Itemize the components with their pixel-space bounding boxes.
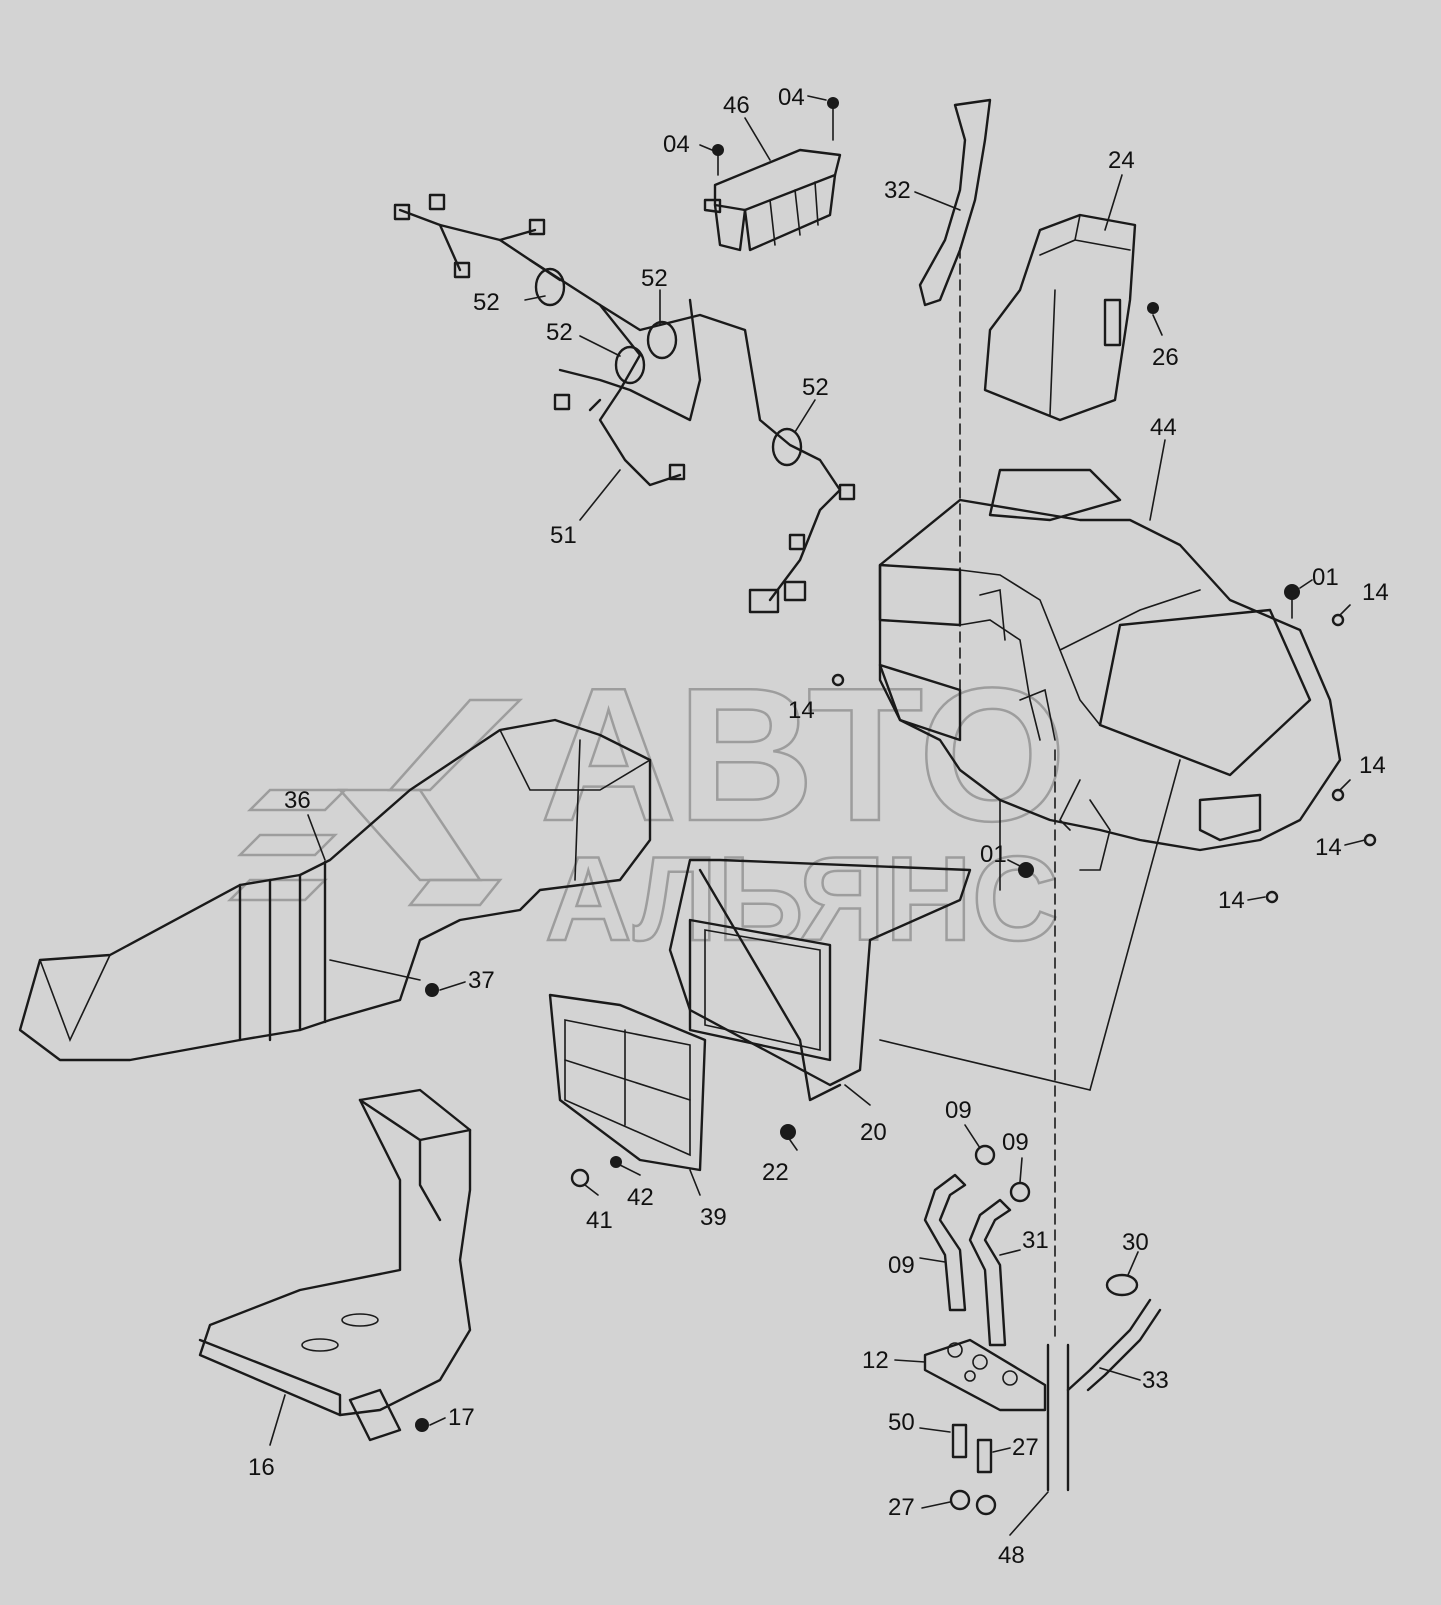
clip-icon [1331, 613, 1345, 627]
fitting-27 [951, 1423, 968, 1459]
label-37: 37 [468, 967, 495, 994]
bolt-icon [1284, 584, 1300, 619]
label-51: 51 [550, 522, 577, 549]
label-52: 52 [802, 374, 829, 401]
bolt-icon [425, 983, 439, 997]
pipe-50 [1066, 1298, 1162, 1392]
label-39: 39 [700, 1204, 727, 1231]
label-52: 52 [641, 265, 668, 292]
hose-31 [923, 1173, 967, 1312]
label-09: 09 [1002, 1129, 1029, 1156]
watermark-line-2: АЛЬЯНС [545, 832, 1059, 966]
bolt-icon [1018, 862, 1034, 878]
wire-harness [393, 193, 856, 614]
label-27: 50 [888, 1409, 915, 1436]
clip-icon [831, 673, 845, 687]
label-26: 26 [1152, 344, 1179, 371]
clip-icon [1331, 788, 1345, 802]
filter-housing [668, 858, 972, 1102]
heater-unit [878, 468, 1342, 891]
label-09: 27 [888, 1494, 915, 1521]
clamp-icon [975, 1494, 997, 1516]
pipe-48 [1046, 749, 1070, 1492]
watermark-logo-icon [226, 698, 524, 907]
clip-icon [570, 1168, 590, 1188]
duct-24 [983, 213, 1137, 422]
clamp-icon [974, 1144, 996, 1166]
label-36: 36 [284, 787, 311, 814]
bolt-icon [827, 97, 839, 141]
label-52: 52 [546, 319, 573, 346]
fitting-27 [976, 1438, 993, 1474]
label-14: 14 [1359, 752, 1386, 779]
label-20: 20 [860, 1119, 887, 1146]
relay-box [703, 148, 842, 252]
label-52: 52 [473, 289, 500, 316]
label-14: 14 [1218, 887, 1245, 914]
bolt-icon [712, 144, 724, 176]
filter-39 [548, 993, 707, 1172]
label-01: 01 [1312, 564, 1339, 591]
label-42: 42 [627, 1184, 654, 1211]
label-44: 44 [1150, 414, 1177, 441]
label-48: 48 [998, 1542, 1025, 1569]
label-32: 32 [884, 177, 911, 204]
part-labels: 46 04 04 32 24 26 52 52 52 52 51 44 01 1… [248, 84, 1389, 1569]
leader-lines [269, 95, 1366, 1536]
label-31: 09 [888, 1252, 915, 1279]
label-17: 17 [448, 1404, 475, 1431]
cap-12 [1105, 1273, 1139, 1297]
clamp-icon [949, 1489, 971, 1511]
label-46: 46 [723, 92, 750, 119]
clip-icon [1363, 833, 1377, 847]
duct-16 [198, 1088, 472, 1442]
bolt-icon [415, 1418, 429, 1432]
duct-32 [918, 98, 992, 721]
label-04: 04 [778, 84, 805, 111]
hose-30 [968, 1198, 1012, 1347]
label-12: 30 [1122, 1229, 1149, 1256]
label-30: 31 [1022, 1227, 1049, 1254]
bolt-icon [780, 1124, 796, 1140]
bolt-icon [1147, 302, 1159, 314]
label-16: 16 [248, 1454, 275, 1481]
label-33: 12 [862, 1347, 889, 1374]
label-01: 01 [980, 841, 1007, 868]
label-14: 14 [788, 697, 815, 724]
label-09: 09 [945, 1097, 972, 1124]
watermark: АВТО АЛЬЯНС [226, 648, 1068, 967]
bolt-icon [610, 1156, 622, 1168]
label-14: 14 [1362, 579, 1389, 606]
label-14: 14 [1315, 834, 1342, 861]
label-22: 22 [762, 1159, 789, 1186]
clip-icon [1265, 890, 1279, 904]
label-50: 33 [1142, 1367, 1169, 1394]
label-24: 24 [1108, 147, 1135, 174]
label-27: 27 [1012, 1434, 1039, 1461]
plate-33 [923, 1338, 1047, 1412]
duct-36 [18, 718, 652, 1062]
watermark-line-1: АВТО [540, 649, 1066, 861]
label-41: 41 [586, 1207, 613, 1234]
label-04: 04 [663, 131, 690, 158]
clamp-icon [1009, 1181, 1031, 1203]
